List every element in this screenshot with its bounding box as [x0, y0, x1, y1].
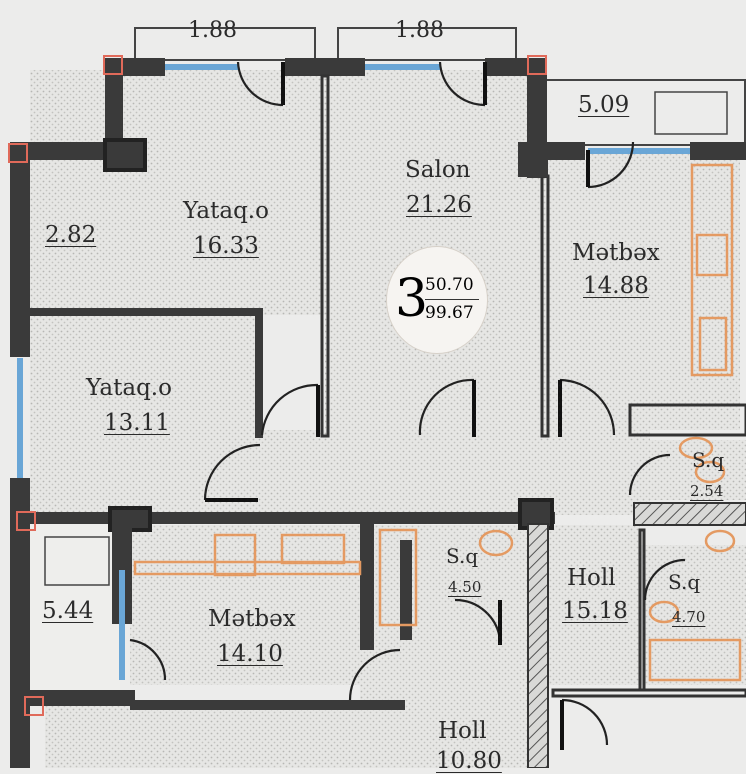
room-kitchen-2-area: 14.10	[217, 641, 283, 667]
room-bathroom-2-area: 4.50	[448, 578, 482, 596]
balcony-top-right-area: 5.09	[578, 92, 630, 118]
room-bedroom-2-name: Yataq.o	[86, 375, 172, 401]
windows	[17, 64, 690, 680]
room-hall-1-area: 15.18	[562, 598, 628, 624]
room-bedroom-2-area: 13.11	[104, 410, 170, 436]
column-markers	[8, 55, 547, 716]
room-salon-area: 21.26	[406, 192, 472, 218]
total-area: 99.67	[425, 303, 474, 323]
room-bathroom-3-area: 4.70	[672, 608, 706, 626]
room-fills	[30, 70, 746, 768]
room-count: 3	[395, 269, 429, 329]
room-bathroom-1-name: S.q	[692, 448, 725, 472]
room-bathroom-3-name: S.q	[668, 570, 701, 594]
room-kitchen-1-name: Mətbəx	[572, 240, 660, 266]
walls	[10, 58, 746, 768]
room-kitchen-2-name: Mətbəx	[208, 606, 296, 632]
fraction-bar	[425, 299, 479, 300]
balcony-left-width: 1.88	[188, 18, 237, 43]
doors	[129, 61, 686, 750]
apartment-summary-badge: 3 50.70 99.67	[386, 246, 488, 354]
balcony-bottom-left-area: 5.44	[42, 598, 94, 624]
room-salon-name: Salon	[405, 157, 471, 183]
room-hall-2-area: 10.80	[436, 748, 502, 774]
room-kitchen-1-area: 14.88	[583, 273, 649, 299]
fixtures	[133, 163, 742, 682]
room-bedroom-1-area: 16.33	[193, 233, 259, 259]
living-area: 50.70	[425, 275, 474, 295]
balcony-left-small-area: 2.82	[45, 222, 97, 248]
room-hall-1-name: Holl	[567, 565, 616, 591]
room-bathroom-1-area: 2.54	[690, 482, 724, 500]
room-bathroom-2-name: S.q	[446, 544, 479, 568]
balcony-right-width: 1.88	[395, 18, 444, 43]
room-bedroom-1-name: Yataq.o	[183, 198, 269, 224]
room-hall-2-name: Holl	[438, 718, 487, 744]
